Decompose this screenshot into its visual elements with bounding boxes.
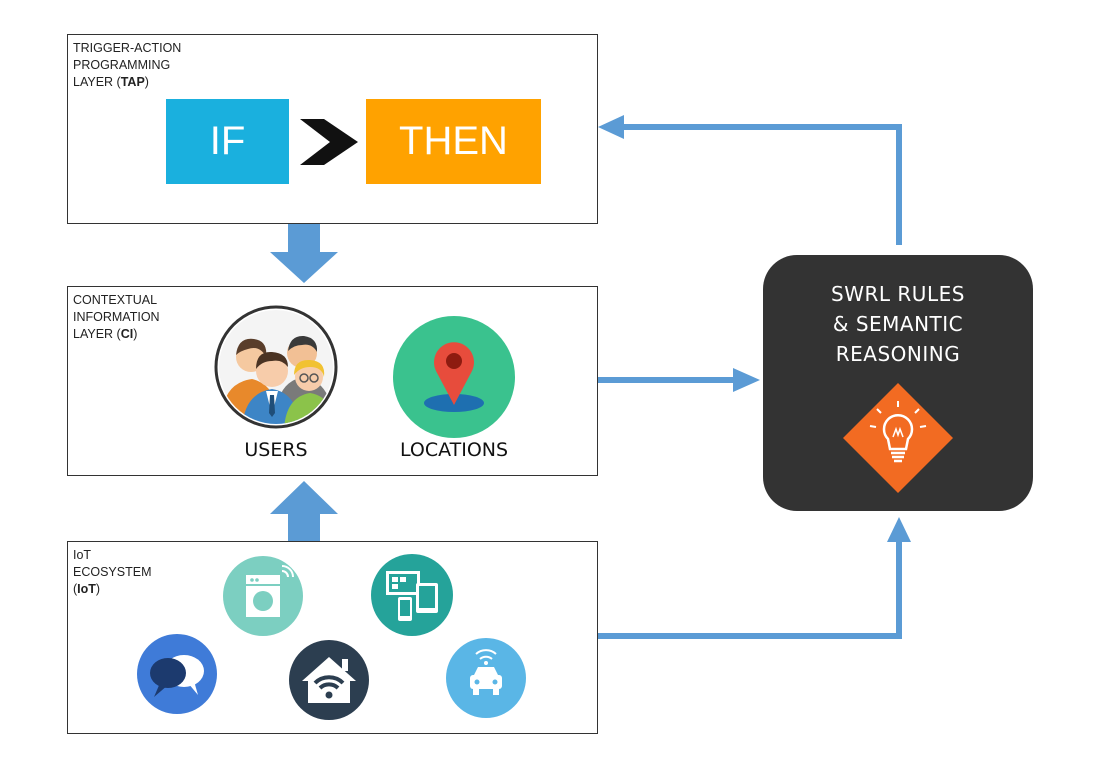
- washing-machine-icon: [223, 556, 303, 636]
- if-block: IF: [166, 99, 289, 184]
- devices-icon: [371, 554, 453, 636]
- tap-layer: TRIGGER-ACTION PROGRAMMING LAYER (TAP) I…: [67, 34, 598, 224]
- connected-car-icon: [446, 638, 526, 718]
- then-block: THEN: [366, 99, 541, 184]
- iot-to-reasoning-line: [598, 540, 902, 639]
- ci-layer: CONTEXTUAL INFORMATION LAYER (CI): [67, 286, 598, 476]
- ci-layer-label: CONTEXTUAL INFORMATION LAYER (CI): [73, 293, 160, 341]
- smart-home-wifi-icon: [289, 640, 369, 720]
- ci-to-reasoning-arrowhead: [733, 368, 760, 392]
- then-text: THEN: [399, 119, 508, 163]
- chevron-right-icon: [300, 119, 358, 165]
- users-label: USERS: [244, 439, 308, 461]
- reasoning-to-tap-arrowhead: [598, 115, 624, 139]
- reasoning-box: SWRL RULES & SEMANTIC REASONING: [763, 255, 1033, 511]
- iot-layer-label: IoT ECOSYSTEM (IoT): [73, 548, 152, 596]
- tap-layer-label: TRIGGER-ACTION PROGRAMMING LAYER (TAP): [73, 41, 182, 89]
- lightbulb-icon: [843, 383, 953, 493]
- iot-layer: IoT ECOSYSTEM (IoT): [67, 541, 598, 734]
- map-pin-icon: [393, 316, 515, 438]
- iot-to-ci-arrow: [270, 481, 338, 541]
- iot-to-reasoning-arrowhead: [887, 517, 911, 542]
- locations-label: LOCATIONS: [399, 439, 509, 461]
- chat-bubbles-icon: [137, 634, 217, 714]
- reasoning-title: SWRL RULES & SEMANTIC REASONING: [831, 282, 965, 366]
- tap-to-ci-arrow: [270, 224, 338, 283]
- users-group-icon: [214, 305, 338, 429]
- if-text: IF: [209, 119, 246, 163]
- reasoning-to-tap-line: [622, 124, 902, 245]
